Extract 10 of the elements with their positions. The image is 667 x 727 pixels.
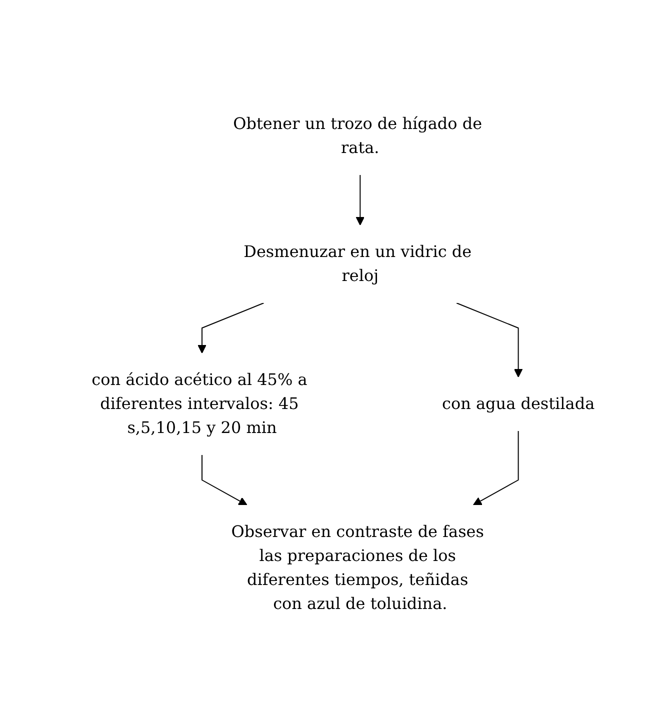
node-text: Desmenuzar en un vidric de reloj (244, 242, 472, 284)
node-text: con ácido acético al 45% a diferentes intervalos: 45 s,5,10,15 y 20 min (92, 370, 308, 436)
arrow (456, 302, 523, 377)
arrow (356, 174, 365, 225)
node-text: Obtener un trozo de hígado de rata. (233, 114, 482, 156)
node-text: con agua destilada (442, 394, 595, 412)
arrow (473, 430, 519, 505)
arrow (202, 454, 248, 505)
arrow (198, 302, 264, 353)
node-text: Observar en contraste de fases las preparaciones de los diferentes tiempos, teñidas con azul de toluidina. (231, 522, 484, 612)
